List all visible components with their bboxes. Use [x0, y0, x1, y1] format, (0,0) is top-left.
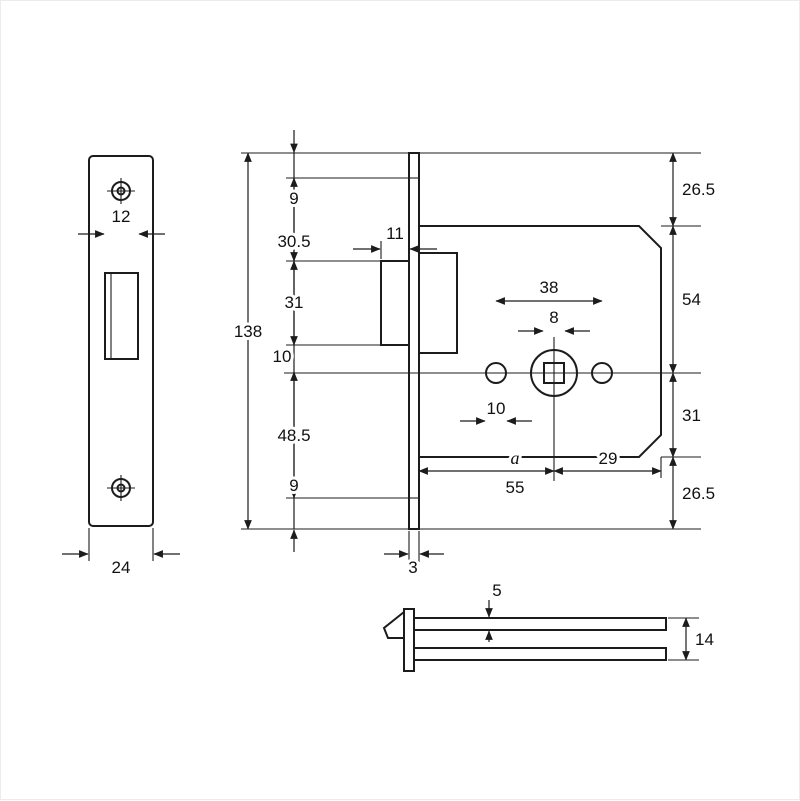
dim-label-bolt-height: 31 [285, 293, 304, 312]
dim-label-overall-height: 138 [234, 322, 262, 341]
dim-label-backset-value: 55 [506, 478, 525, 497]
dim-label-case-depth: 14 [695, 630, 714, 649]
centerlines [284, 337, 701, 481]
screw-hole-top [107, 178, 135, 204]
dim-hole-diameter: 10 [460, 396, 532, 425]
dim-label-spindle-square: 8 [549, 308, 558, 327]
dim-cutout-width: 12 [78, 204, 165, 238]
dim-center-to-back: 29 [553, 446, 662, 475]
dim-label-faceplate-thickness: 3 [408, 558, 417, 577]
dim-label-cutout-width: 12 [112, 207, 131, 226]
dim-plate-width: 24 [62, 550, 180, 580]
case-side-top [413, 617, 667, 631]
dim-label-right-lower: 31 [682, 406, 701, 425]
dim-backset: a 55 [418, 445, 555, 500]
latch-bolt-plan [382, 609, 405, 639]
dim-overall-height: 138 [231, 152, 265, 530]
dim-label-center-to-hole: 48.5 [277, 426, 310, 445]
dim-label-top-offset: 9 [289, 189, 298, 208]
dim-label-bolt-to-center: 10 [273, 347, 292, 366]
dim-chain-right: 26.5 54 31 26.5 [669, 152, 718, 530]
dim-hole-spacing: 38 [495, 275, 603, 305]
dim-label-plate-thickness: 5 [492, 581, 501, 600]
dim-chain-left: 9 30.5 31 10 48.5 9 [270, 130, 314, 552]
dim-label-hole-diameter: 10 [487, 399, 506, 418]
dim-label-plate-width: 24 [112, 558, 131, 577]
faceplate-outline [88, 155, 154, 527]
screw-hole-bottom [107, 475, 135, 501]
lock-body-side-view [380, 152, 662, 530]
case-side-bottom [413, 647, 667, 661]
dim-spindle-square: 8 [518, 305, 590, 335]
latch-bolt-front [380, 260, 410, 346]
dim-case-depth: 14 [682, 617, 717, 661]
faceplate-front-view [88, 155, 154, 527]
bolt-cutout [104, 272, 139, 360]
dim-label-hole-to-bolt: 30.5 [277, 232, 310, 251]
dim-label-right-upper: 54 [682, 290, 701, 309]
dim-label-hole-spacing: 38 [540, 278, 559, 297]
dim-label-right-bottom: 26.5 [682, 484, 715, 503]
faceplate-plan [403, 608, 415, 672]
dim-label-bottom-offset: 9 [289, 476, 298, 495]
faceplate-edge [408, 152, 420, 530]
latch-bolt-rear [418, 252, 458, 354]
dim-label-bolt-protrusion: 11 [386, 224, 404, 243]
dim-label-center-to-back: 29 [599, 449, 618, 468]
dim-bolt-protrusion: 11 [353, 221, 437, 253]
plan-view [382, 608, 667, 672]
dim-faceplate-thickness: 3 [384, 550, 444, 580]
dim-label-right-top: 26.5 [682, 180, 715, 199]
dim-plate-thickness: 5 [485, 578, 505, 642]
dim-label-backset-letter: a [511, 448, 520, 468]
